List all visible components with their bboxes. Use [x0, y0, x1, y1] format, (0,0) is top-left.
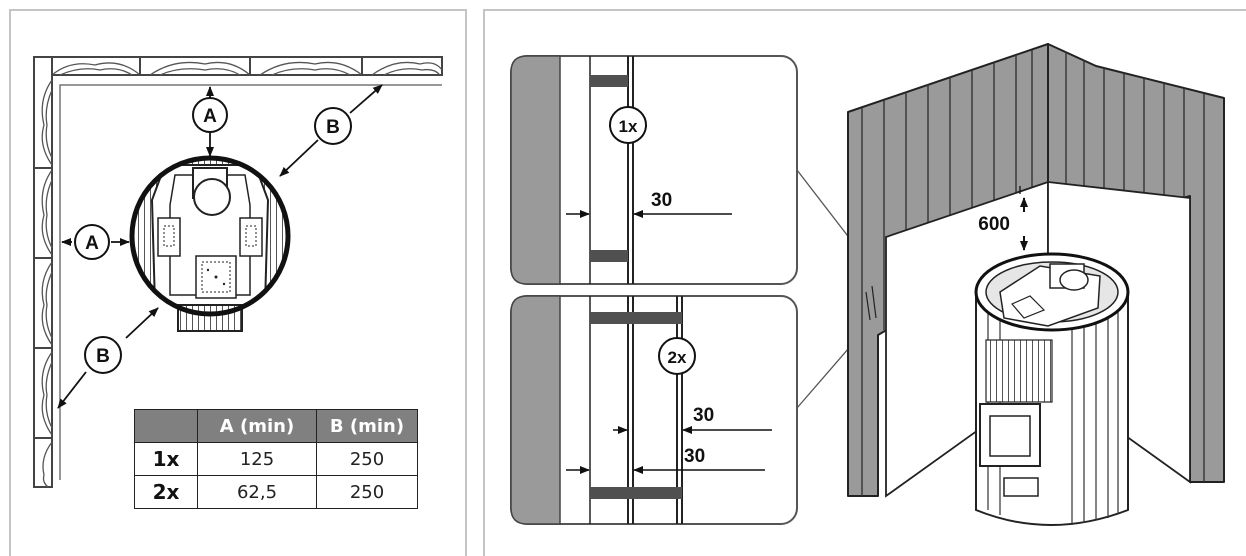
wall-left	[33, 56, 53, 488]
value-b: 250	[316, 442, 418, 476]
table-header-a: A (min)	[197, 409, 317, 443]
table-header-row: A (min) B (min)	[134, 409, 418, 443]
row-label: 2x	[134, 475, 198, 509]
heater-top-view	[129, 155, 291, 332]
svg-text:30: 30	[684, 446, 705, 467]
svg-text:1x: 1x	[619, 117, 638, 136]
wall-inner-surface	[59, 84, 442, 480]
svg-text:30: 30	[651, 190, 672, 211]
svg-text:B: B	[326, 117, 340, 138]
svg-text:600: 600	[978, 214, 1010, 235]
table-row: 1x 125 250	[134, 442, 418, 476]
wall-top	[33, 56, 443, 76]
label-a-top: A	[192, 97, 228, 133]
value-a: 125	[197, 442, 317, 476]
svg-text:30: 30	[693, 405, 714, 426]
table-header-b: B (min)	[316, 409, 418, 443]
svg-text:A: A	[85, 233, 99, 254]
label-a-left: A	[74, 224, 110, 260]
clearance-table: A (min) B (min) 1x 125 250 2x 62,5 250	[134, 409, 418, 509]
value-b: 250	[316, 475, 418, 509]
label-b-bottom: B	[84, 336, 122, 374]
row-label: 1x	[134, 442, 198, 476]
table-header-blank	[134, 409, 198, 443]
detail-1x: 30 1x	[510, 55, 798, 285]
value-a: 62,5	[197, 475, 317, 509]
detail-2x: 30 30 2x	[510, 295, 798, 525]
svg-text:2x: 2x	[668, 348, 687, 367]
dimension-arrows-top-view	[57, 84, 383, 409]
label-b-right: B	[314, 107, 352, 145]
heater-3d	[974, 252, 1130, 526]
svg-text:A: A	[203, 106, 217, 127]
table-row: 2x 62,5 250	[134, 475, 418, 509]
svg-text:B: B	[96, 346, 110, 367]
